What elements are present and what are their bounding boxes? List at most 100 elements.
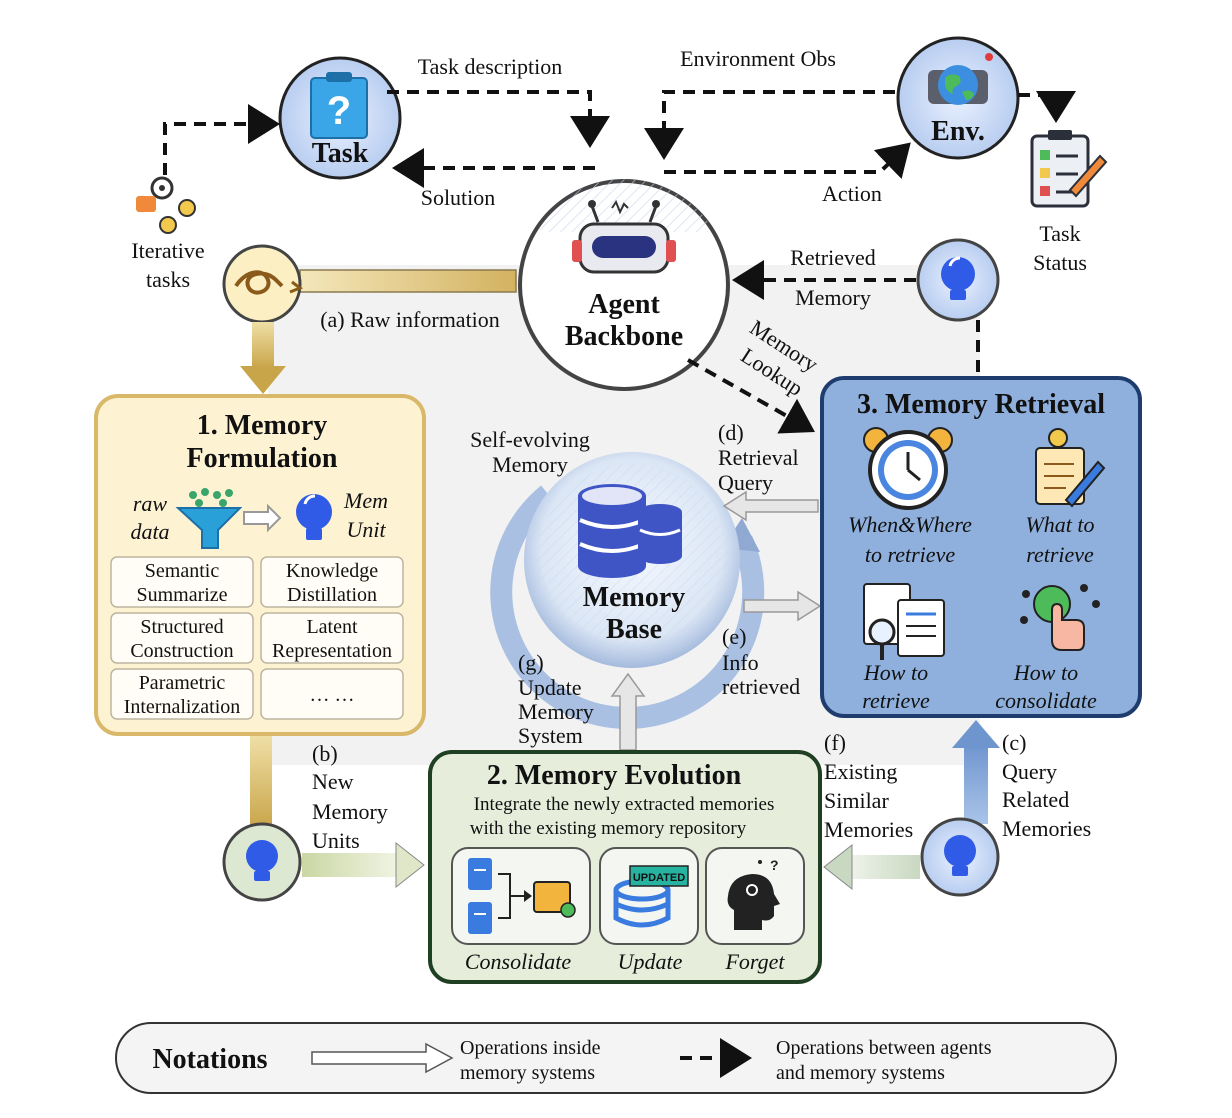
formulation-title-1: 1. Memory bbox=[197, 410, 328, 441]
retrieval-item-3-line-2: retrieve bbox=[862, 688, 930, 713]
edge-e-line-1: (e) bbox=[722, 624, 746, 649]
formulation-cell-ellipsis: … … bbox=[260, 668, 404, 720]
cell-text: Construction bbox=[130, 640, 233, 662]
forget-card: ? bbox=[705, 847, 805, 945]
formulation-title-2: Formulation bbox=[187, 443, 338, 474]
retrieval-item-2-line-2: retrieve bbox=[1026, 542, 1094, 567]
documents-merge-icon bbox=[468, 858, 576, 934]
retrieval-query-arrow bbox=[722, 490, 819, 522]
update-card: UPDATED bbox=[599, 847, 699, 945]
existing-similar-arrow bbox=[823, 843, 920, 891]
retrieved-memory-line-1: Retrieved bbox=[790, 245, 876, 270]
notation-between-line-2: and memory systems bbox=[776, 1062, 945, 1084]
update-memory-system-arrow bbox=[610, 672, 646, 751]
edge-c-line-2: Query bbox=[1002, 759, 1057, 784]
iterative-tasks-line-2: tasks bbox=[146, 267, 190, 292]
retrieval-item-1-line-2: to retrieve bbox=[865, 542, 955, 567]
units-to-evolution-arrow bbox=[302, 841, 425, 889]
query-related-arrow bbox=[952, 720, 1000, 824]
robot-icon bbox=[572, 199, 676, 274]
self-evolving-line-1: Self-evolving bbox=[470, 427, 590, 452]
retrieval-title: 3. Memory Retrieval bbox=[857, 389, 1105, 420]
notations-title: Notations bbox=[152, 1044, 267, 1075]
hollow-arrow-legend-icon bbox=[311, 1042, 454, 1074]
retrieval-item-4-line-1: How to bbox=[1013, 660, 1078, 685]
evolution-title: 2. Memory Evolution bbox=[487, 760, 742, 791]
task-description-label: Task description bbox=[418, 54, 562, 79]
edge-b-line-3: Memory bbox=[312, 799, 388, 824]
edge-b-line-2: New bbox=[312, 769, 354, 794]
retrieved-bulb-node bbox=[916, 238, 1000, 322]
edge-d-line-1: (d) bbox=[718, 420, 744, 445]
note-pencil-bulb-icon bbox=[1035, 428, 1106, 508]
notations-legend: Notations Operations inside memory syste… bbox=[115, 1022, 1117, 1094]
edge-f-line-3: Similar bbox=[824, 788, 889, 813]
retrieval-item-2-line-1: What to bbox=[1025, 512, 1094, 537]
svg-text:?: ? bbox=[770, 857, 779, 873]
evolution-item-consolidate: Consolidate bbox=[465, 949, 572, 974]
cell-text: Internalization bbox=[124, 696, 241, 718]
bulb-icon bbox=[246, 840, 278, 872]
evolution-subtitle-1: Integrate the newly extracted memories bbox=[474, 794, 775, 815]
edge-g-line-1: (g) bbox=[518, 650, 544, 675]
edge-g-line-3: Memory bbox=[518, 699, 594, 724]
memory-lookup-arrow bbox=[687, 358, 815, 434]
mem-unit-line-2: Unit bbox=[346, 517, 386, 542]
edge-f-line-4: Memories bbox=[824, 817, 913, 842]
edge-g-line-2: Update bbox=[518, 675, 582, 700]
solution-label: Solution bbox=[421, 185, 496, 210]
task-description-arrow bbox=[387, 90, 610, 148]
environment-obs-arrow bbox=[644, 90, 895, 160]
cell-text: Distillation bbox=[287, 584, 377, 606]
memory-base-line-1: Memory bbox=[583, 582, 686, 613]
gear-ideas-icon bbox=[136, 176, 196, 234]
clipboard-question-icon: ? bbox=[310, 72, 368, 139]
bulb-icon bbox=[941, 256, 975, 300]
formulation-cell-parametric-internalization: Parametric Internalization bbox=[110, 668, 254, 720]
edge-f-line-2: Existing bbox=[824, 759, 897, 784]
edge-f-line-1: (f) bbox=[824, 730, 846, 755]
notation-inside-line-1: Operations inside bbox=[460, 1037, 601, 1059]
env-label: Env. bbox=[931, 116, 985, 147]
info-retrieved-arrow bbox=[743, 590, 822, 622]
edge-c-line-4: Memories bbox=[1002, 816, 1091, 841]
formulation-cell-structured-construction: Structured Construction bbox=[110, 612, 254, 664]
retrieved-memory-line-2: Memory bbox=[795, 285, 871, 310]
edge-b-line-4: Units bbox=[312, 828, 360, 853]
task-node: ? Task bbox=[278, 56, 402, 180]
memory-formulation-panel: 1. Memory Formulation raw data Mem Unit … bbox=[94, 394, 426, 736]
environment-obs-label: Environment Obs bbox=[680, 46, 836, 71]
head-forget-icon: ? bbox=[727, 857, 780, 930]
env-node: Env. bbox=[896, 36, 1020, 160]
raw-to-formulation-arrow bbox=[240, 322, 286, 394]
memory-retrieval-panel: 3. Memory Retrieval When&Where to retrie… bbox=[820, 376, 1142, 718]
cell-text: Summarize bbox=[136, 584, 227, 606]
raw-data-line-1: raw bbox=[133, 491, 168, 516]
raw-information-arrow bbox=[299, 269, 517, 293]
formulation-cell-latent-representation: Latent Representation bbox=[260, 612, 404, 664]
task-label: Task bbox=[312, 138, 369, 169]
edge-c-line-1: (c) bbox=[1002, 730, 1026, 755]
funnel-icon bbox=[175, 488, 243, 549]
action-label: Action bbox=[822, 181, 882, 206]
memory-base-line-2: Base bbox=[606, 614, 662, 645]
cell-text: Parametric bbox=[139, 672, 226, 694]
self-evolving-line-2: Memory bbox=[492, 452, 568, 477]
task-status-icon bbox=[1030, 130, 1108, 208]
edge-e-line-2: Info bbox=[722, 650, 759, 675]
globe-icon bbox=[928, 53, 993, 105]
evolution-subtitle-2: with the existing memory repository bbox=[470, 818, 747, 839]
retrieval-item-3-line-1: How to bbox=[863, 660, 928, 685]
formulation-cell-knowledge-distillation: Knowledge Distillation bbox=[260, 556, 404, 608]
evolution-item-update: Update bbox=[618, 949, 683, 974]
cell-text: Knowledge bbox=[286, 560, 378, 582]
notation-inside-line-2: memory systems bbox=[460, 1062, 595, 1084]
hollow-arrow bbox=[243, 503, 282, 533]
cell-text: Semantic bbox=[145, 560, 220, 582]
memory-base-node: Memory Base bbox=[490, 452, 765, 729]
updated-tag: UPDATED bbox=[633, 872, 685, 884]
mem-unit-line-1: Mem bbox=[343, 488, 388, 513]
iterative-tasks-arrow bbox=[163, 104, 280, 175]
new-units-bulb-node bbox=[222, 822, 302, 902]
